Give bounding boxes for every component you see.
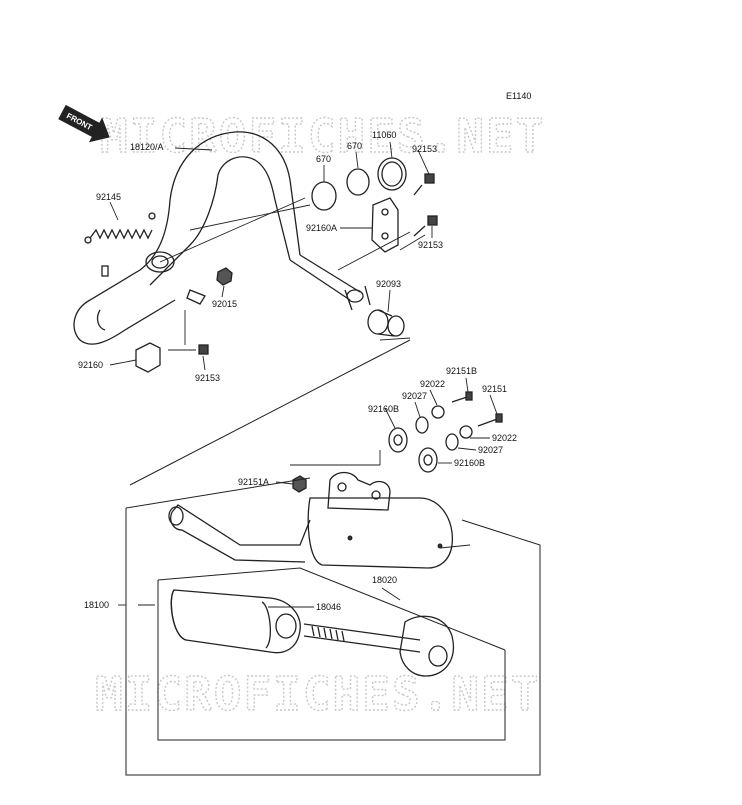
label-92022-b: 92022 (492, 433, 517, 443)
collar-92027-a (415, 416, 429, 434)
label-18120A: 18120/A (130, 142, 164, 152)
grommet-92160B-b-inner (423, 454, 433, 466)
grommet-92160B-b (418, 447, 438, 473)
label-92160: 92160 (78, 360, 103, 370)
muffler-assembly-18100 (168, 471, 454, 569)
watermark-bottom: MICROFICHES.NET (95, 667, 540, 721)
silencer-18020 (170, 589, 454, 677)
label-92160A: 92160A (306, 223, 337, 233)
label-92027-b: 92027 (478, 445, 503, 455)
label-670-a: 670 (316, 154, 331, 164)
nut-92015 (216, 267, 233, 286)
o-ring-670-a (311, 181, 337, 211)
frame-connector (129, 339, 411, 486)
bolt-92151-head (495, 413, 503, 423)
frame-inner (157, 580, 506, 741)
diagram-code: E1140 (506, 91, 531, 101)
frame-inner-top (157, 567, 506, 651)
collar-92027-b (445, 433, 459, 451)
bolt-92153-b (413, 215, 438, 237)
label-92093: 92093 (376, 279, 401, 289)
grommet-92160B-a (388, 427, 408, 453)
bolt-92151A (292, 475, 307, 493)
grommet-92160B-a-inner (393, 434, 403, 446)
label-92027-a: 92027 (402, 391, 427, 401)
bracket-92160 (135, 342, 161, 373)
frame-outer (125, 508, 541, 776)
bolt-92151B-head (465, 391, 473, 401)
bracket-92160A-hole-a (381, 208, 389, 216)
bolt-92153-a (413, 173, 435, 196)
label-11060: 11060 (372, 130, 396, 140)
bolt-92153-c (198, 344, 209, 355)
label-92153-b: 92153 (418, 240, 443, 250)
bracket-92160A-hole-b (381, 232, 389, 240)
washer-92022-a (431, 405, 445, 419)
o-ring-670-b (346, 168, 370, 196)
label-92153-c: 92153 (195, 373, 220, 383)
label-92145: 92145 (96, 192, 121, 202)
part-labels: 18120/A 11060 670 670 92153 92153 92153 … (78, 130, 517, 612)
label-18020: 18020 (372, 575, 397, 585)
label-92151: 92151 (482, 384, 507, 394)
leader-lines (109, 141, 498, 608)
label-92015: 92015 (212, 299, 237, 309)
bracket-92160A (371, 197, 399, 253)
label-92151A: 92151A (238, 477, 269, 487)
spring-92145 (84, 212, 156, 244)
label-92022-a: 92022 (420, 379, 445, 389)
label-670-b: 670 (347, 141, 362, 151)
label-18046: 18046 (316, 602, 341, 612)
label-18100: 18100 (84, 600, 109, 610)
frame-outer-top (125, 477, 311, 509)
label-92160B-a: 92160B (368, 404, 399, 414)
watermark-top: MICROFICHES.NET (100, 109, 545, 163)
label-92160B-b: 92160B (454, 458, 485, 468)
seal-92093 (367, 309, 405, 337)
exhaust-header-pipe (73, 131, 371, 345)
label-92153-a: 92153 (412, 144, 437, 154)
washer-92022-b (459, 425, 473, 439)
label-92151B: 92151B (446, 366, 477, 376)
watermark-group: MICROFICHES.NET MICROFICHES.NET (94, 108, 545, 721)
gasket-11060-inner (381, 161, 403, 187)
